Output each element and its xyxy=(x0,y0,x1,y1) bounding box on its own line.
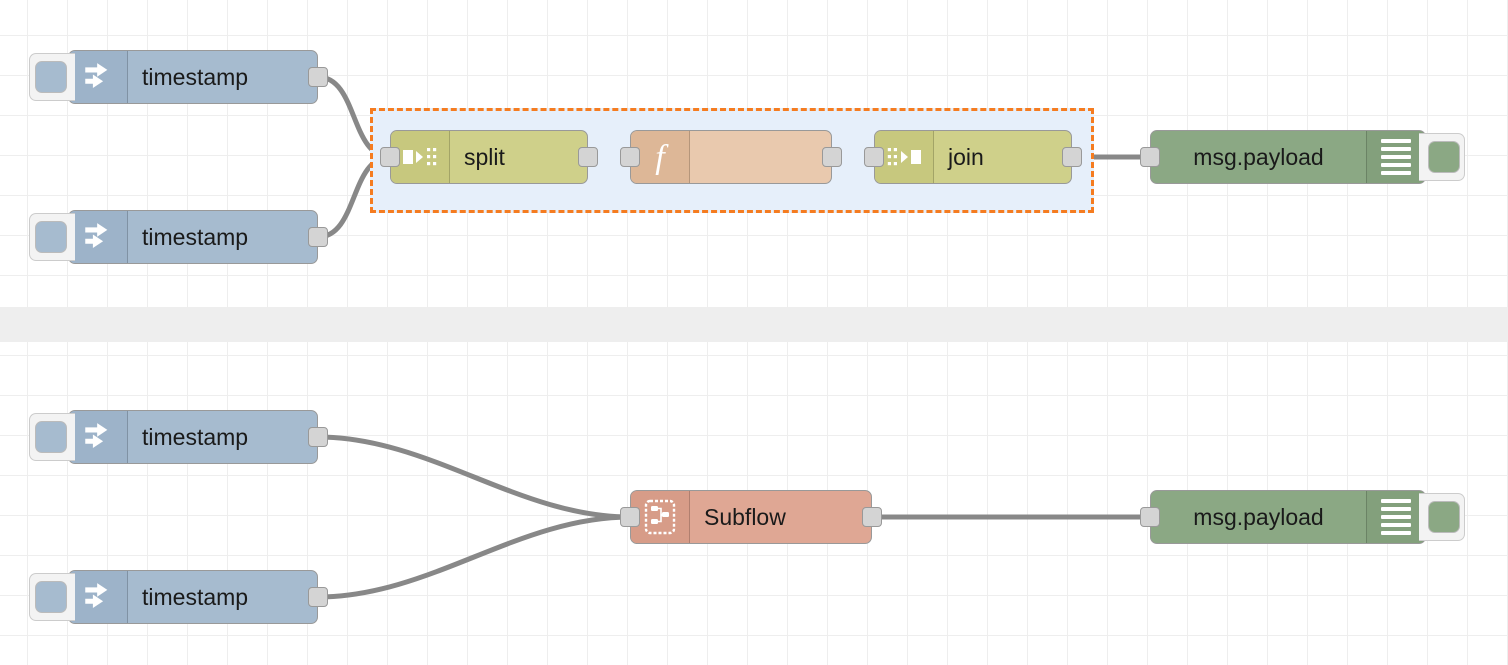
debug-toggle-button[interactable] xyxy=(1419,133,1465,181)
node-label: timestamp xyxy=(142,223,249,250)
function-f-icon: f xyxy=(631,131,690,183)
svg-text:f: f xyxy=(655,139,669,176)
inject-button-knob xyxy=(34,421,67,453)
input-port[interactable] xyxy=(1140,147,1160,167)
node-join[interactable]: join xyxy=(864,130,1082,184)
node-debug-1[interactable]: msg.payload xyxy=(1140,130,1465,184)
node-label: join xyxy=(948,143,984,170)
inject-trigger-button[interactable] xyxy=(29,213,75,261)
node-label: timestamp xyxy=(142,63,249,90)
node-label: timestamp xyxy=(142,423,249,450)
inject-arrow-icon xyxy=(69,411,128,463)
inject-trigger-button[interactable] xyxy=(29,573,75,621)
input-port[interactable] xyxy=(864,147,884,167)
debug-button-knob xyxy=(1427,501,1460,533)
output-port[interactable] xyxy=(1062,147,1082,167)
wire-inject3-to-subflow xyxy=(315,434,633,520)
output-port[interactable] xyxy=(308,587,328,607)
debug-bars-icon xyxy=(1366,131,1425,183)
inject-button-knob xyxy=(34,581,67,613)
debug-button-knob xyxy=(1427,141,1460,173)
output-port[interactable] xyxy=(308,427,328,447)
inject-arrow-icon xyxy=(69,571,128,623)
node-label: Subflow xyxy=(704,503,786,530)
node-split[interactable]: split xyxy=(380,130,598,184)
wire-inject4-to-subflow xyxy=(315,514,633,600)
inject-trigger-button[interactable] xyxy=(29,413,75,461)
node-subflow[interactable]: Subflow xyxy=(620,490,882,544)
node-inject-timestamp-4[interactable]: timestamp xyxy=(29,570,328,624)
node-label: timestamp xyxy=(142,583,249,610)
output-port[interactable] xyxy=(308,227,328,247)
input-port[interactable] xyxy=(380,147,400,167)
node-inject-timestamp-1[interactable]: timestamp xyxy=(29,50,328,104)
output-port[interactable] xyxy=(862,507,882,527)
node-label: split xyxy=(464,143,505,170)
flow-separator-band xyxy=(0,307,1508,342)
node-function[interactable]: f xyxy=(620,130,842,184)
node-debug-2[interactable]: msg.payload xyxy=(1140,490,1465,544)
inject-button-knob xyxy=(34,61,67,93)
inject-arrow-icon xyxy=(69,51,128,103)
debug-bars-icon xyxy=(1366,491,1425,543)
node-label xyxy=(690,131,831,183)
output-port[interactable] xyxy=(822,147,842,167)
node-label: msg.payload xyxy=(1193,143,1324,170)
inject-trigger-button[interactable] xyxy=(29,53,75,101)
join-icon xyxy=(875,131,934,183)
node-inject-timestamp-3[interactable]: timestamp xyxy=(29,410,328,464)
output-port[interactable] xyxy=(308,67,328,87)
input-port[interactable] xyxy=(1140,507,1160,527)
node-inject-timestamp-2[interactable]: timestamp xyxy=(29,210,328,264)
input-port[interactable] xyxy=(620,507,640,527)
split-icon xyxy=(391,131,450,183)
debug-toggle-button[interactable] xyxy=(1419,493,1465,541)
input-port[interactable] xyxy=(620,147,640,167)
node-label: msg.payload xyxy=(1193,503,1324,530)
output-port[interactable] xyxy=(578,147,598,167)
inject-button-knob xyxy=(34,221,67,253)
inject-arrow-icon xyxy=(69,211,128,263)
subflow-icon xyxy=(631,491,690,543)
